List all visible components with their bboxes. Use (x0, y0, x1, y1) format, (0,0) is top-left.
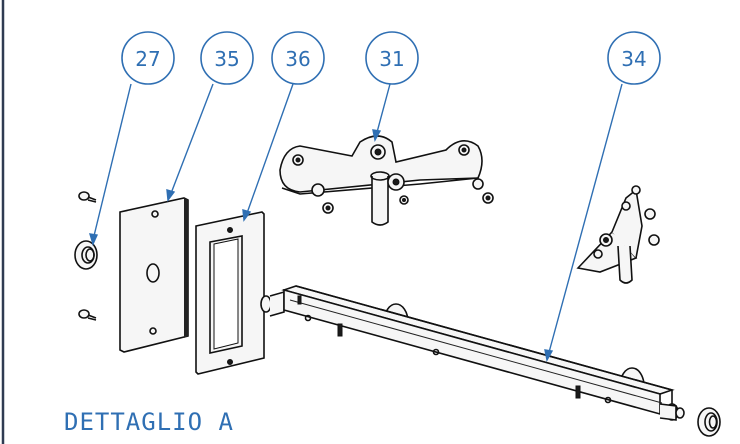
balloon-35: 35 (200, 31, 254, 85)
screw-top (78, 191, 97, 203)
balloon-34: 34 (607, 31, 661, 85)
balloon-36-label: 36 (285, 47, 310, 71)
balloon-35-label: 35 (214, 47, 239, 71)
balloon-36: 36 (271, 31, 325, 85)
detail-caption: DETTAGLIO A (64, 408, 234, 436)
clamp-bracket (576, 185, 660, 284)
balloon-34-label: 34 (621, 47, 646, 71)
grommet (74, 240, 98, 270)
screw-bottom (78, 309, 97, 321)
leader-lines (89, 83, 623, 363)
part-31-bracket (279, 135, 494, 226)
balloon-31-label: 31 (379, 47, 404, 71)
part-27-fasteners (74, 191, 98, 321)
end-cap (697, 407, 721, 437)
part-35-cover-plate (119, 197, 189, 353)
part-36-gasket (195, 211, 265, 375)
part-34-bar (260, 285, 685, 421)
balloon-31: 31 (365, 31, 419, 85)
balloon-27-label: 27 (135, 47, 160, 71)
balloon-27: 27 (121, 31, 175, 85)
